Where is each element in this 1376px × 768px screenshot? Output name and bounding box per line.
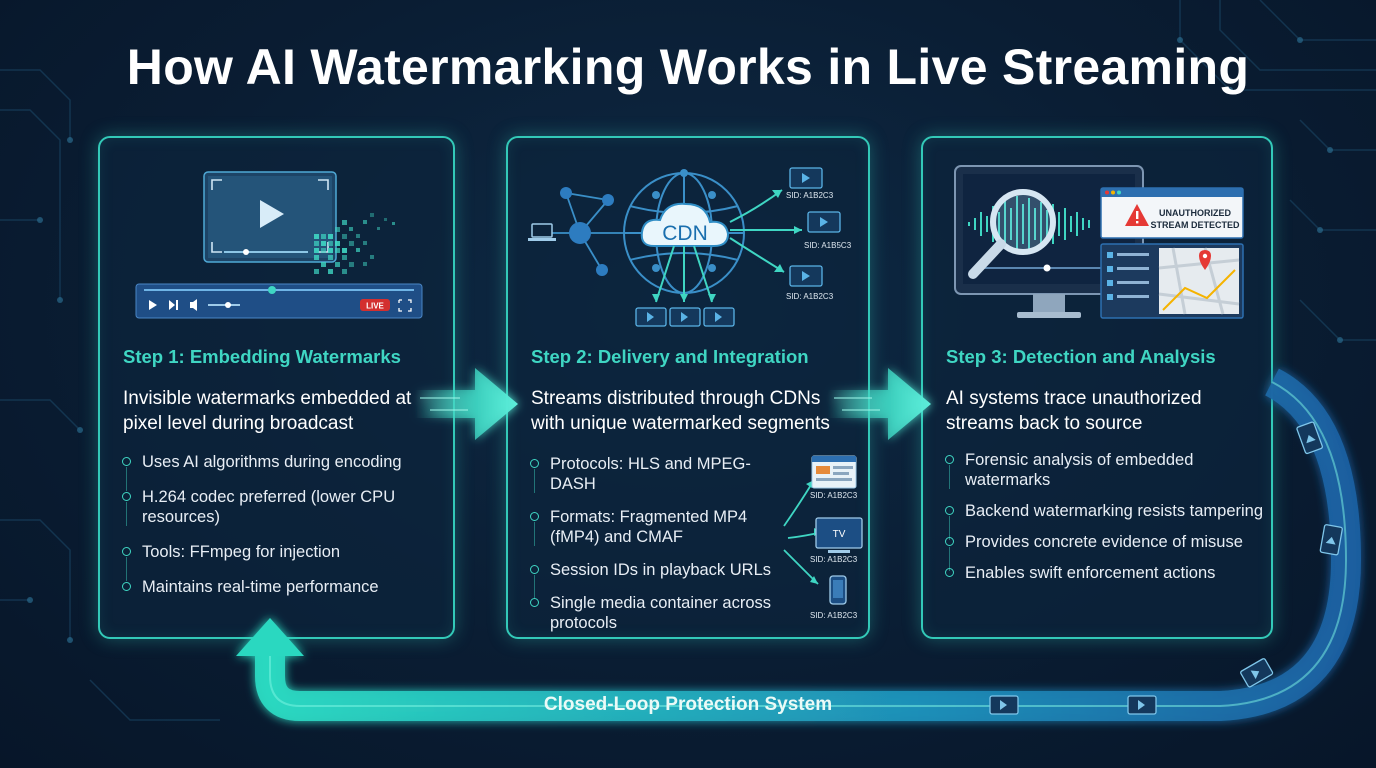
alert-window	[1100, 187, 1244, 239]
devices-illustration: TV SID: A1B2C3 SID: A1B2C3 SID: A1B2C3	[783, 455, 863, 620]
step-title: Step 3: Detection and Analysis	[946, 346, 1216, 367]
step-3-card: UNAUTHORIZED STREAM DETECTED Step 3: Det…	[921, 136, 1273, 639]
step-bullets: Protocols: HLS and MPEG-DASH Formats: Fr…	[530, 454, 775, 646]
laptop-icon	[528, 223, 556, 241]
sid-label: SID: A1B2C3	[786, 191, 834, 200]
browser-icon	[811, 455, 857, 489]
magnifier-icon	[968, 189, 1056, 279]
sid-label: SID: A1B5C3	[804, 241, 852, 250]
bullet-item: Forensic analysis of embedded watermarks	[945, 450, 1265, 490]
closed-loop-label: Closed-Loop Protection System	[543, 694, 833, 715]
arrow-out	[729, 237, 785, 273]
step-2-card: CDN	[506, 136, 870, 639]
phone-icon	[829, 575, 847, 605]
play-icon	[260, 200, 284, 228]
bullet-item: Tools: FFmpeg for injection	[122, 542, 453, 581]
bullet-item: Formats: Fragmented MP4 (fMP4) and CMAF	[530, 507, 775, 547]
step-description: Streams distributed through CDNs with un…	[531, 388, 830, 434]
detection-illustration: UNAUTHORIZED STREAM DETECTED	[954, 165, 1244, 319]
location-pin-icon	[1199, 250, 1211, 270]
cdn-illustration: CDN	[528, 167, 852, 327]
sid-label: SID: A1B2C3	[810, 491, 858, 500]
alert-text-line1: UNAUTHORIZED	[1159, 208, 1231, 218]
volume-icon	[190, 299, 197, 311]
bullet-item: Enables swift enforcement actions	[945, 563, 1265, 583]
step-title: Step 1: Embedding Watermarks	[123, 346, 401, 367]
fullscreen-icon	[398, 299, 412, 312]
sid-label: SID: A1B2C3	[810, 555, 858, 564]
bullet-item: Maintains real-time performance	[122, 577, 453, 597]
next-icon	[169, 300, 175, 310]
step-description: Invisible watermarks embedded at pixel l…	[123, 388, 412, 434]
embedding-illustration: LIVE	[135, 171, 423, 319]
player-bar	[135, 283, 423, 319]
step-1-card: LIVE Step 1: Embedding Watermarks Invisi…	[98, 136, 455, 639]
step-bullets: Uses AI algorithms during encoding H.264…	[122, 452, 453, 612]
step-bullets: Forensic analysis of embedded watermarks…	[945, 450, 1265, 594]
step-title: Step 2: Delivery and Integration	[531, 346, 809, 367]
tv-label: TV	[833, 529, 846, 540]
bullet-item: Session IDs in playback URLs	[530, 560, 775, 599]
live-badge-text: LIVE	[366, 302, 384, 311]
waveform	[968, 196, 1090, 252]
play-control-icon	[149, 300, 157, 310]
bullet-item: Protocols: HLS and MPEG-DASH	[530, 454, 775, 494]
bullet-item: H.264 codec preferred (lower CPU resourc…	[122, 487, 453, 527]
segment-icons	[635, 167, 841, 327]
bullet-item: Uses AI algorithms during encoding	[122, 452, 453, 491]
pixel-watermark-grid	[314, 213, 395, 274]
cdn-label: CDN	[662, 222, 708, 245]
bullet-item: Provides concrete evidence of misuse	[945, 532, 1265, 571]
live-badge	[360, 299, 390, 311]
step-description: AI systems trace unauthorized streams ba…	[946, 388, 1202, 434]
cloud-icon	[640, 202, 730, 247]
bullet-item: Backend watermarking resists tampering	[945, 501, 1265, 540]
page-title: How AI Watermarking Works in Live Stream…	[126, 39, 1250, 95]
bullet-item: Single media container across protocols	[530, 593, 775, 633]
alert-text-line2: STREAM DETECTED	[1150, 220, 1240, 230]
map-panel	[1100, 243, 1244, 319]
sid-label: SID: A1B2C3	[786, 292, 834, 301]
sid-label: SID: A1B2C3	[810, 611, 858, 620]
